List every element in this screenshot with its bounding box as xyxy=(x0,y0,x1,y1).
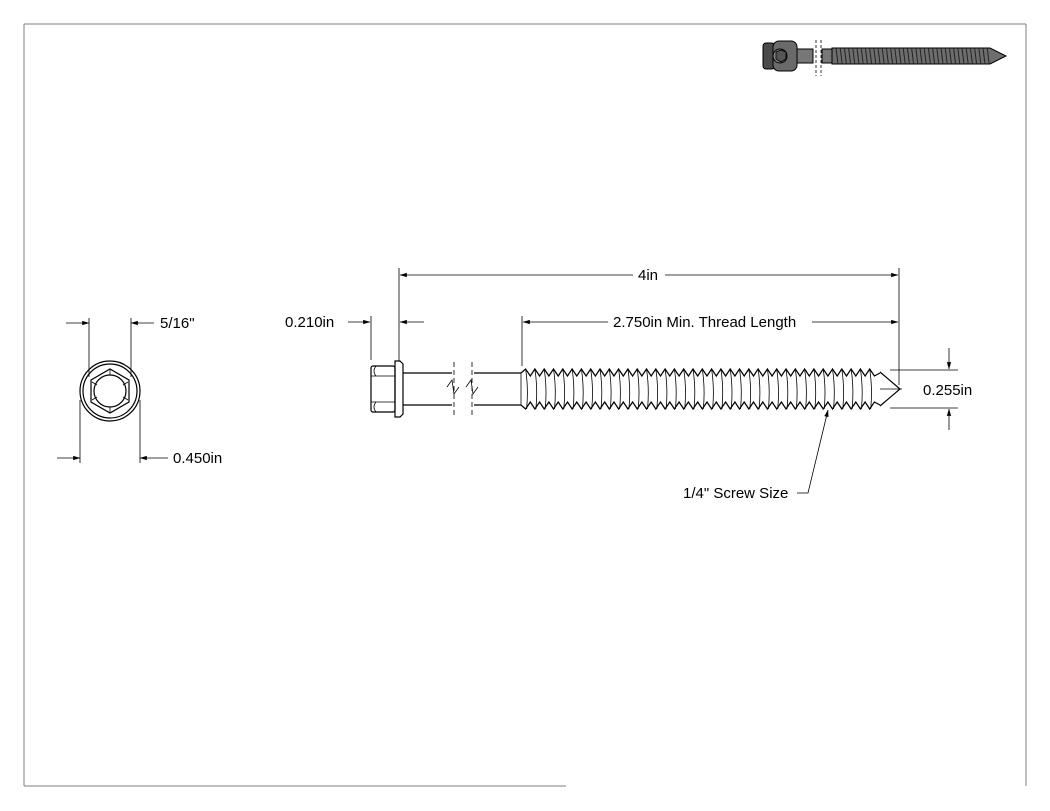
thread-profile xyxy=(520,367,881,378)
thumbnail-thread xyxy=(848,47,852,65)
thumbnail-thread xyxy=(890,47,894,65)
thumbnail-thread xyxy=(953,47,957,65)
isometric-thumbnail xyxy=(762,40,1008,76)
thread-crest xyxy=(822,368,826,410)
thread-crest xyxy=(674,368,677,410)
thumbnail-thread xyxy=(923,47,927,65)
thumbnail-thread xyxy=(982,47,986,65)
thumbnail-thread xyxy=(936,47,940,65)
thumbnail-thread xyxy=(873,47,877,65)
thread-crest xyxy=(729,368,733,410)
thumbnail-thread xyxy=(915,47,919,65)
thumbnail-thread xyxy=(944,47,948,65)
drawing-frame xyxy=(23,23,1027,787)
end-view: 5/16" 0.450in xyxy=(57,315,222,467)
head-height-dimension: 0.210in xyxy=(285,314,334,331)
thread-crest xyxy=(608,368,612,410)
thread-crest xyxy=(869,368,872,410)
thumbnail-thread xyxy=(864,47,868,65)
thread-crest xyxy=(636,368,640,410)
thread-crest xyxy=(646,368,649,410)
side-view: 4in 0.210in 2.750in Min. Thread Length 0… xyxy=(285,267,972,502)
thread-crest xyxy=(534,368,538,410)
thumbnail-thread xyxy=(986,47,990,65)
thread-crest xyxy=(692,368,696,410)
thumbnail-thread xyxy=(894,47,898,65)
thread-crest xyxy=(664,368,668,410)
thumbnail-thread xyxy=(885,47,889,65)
thumbnail-thread xyxy=(852,47,856,65)
thread-crest xyxy=(571,368,575,410)
thumbnail-thread xyxy=(881,47,885,65)
thread-crest xyxy=(711,368,714,410)
thread-crest xyxy=(860,368,863,410)
thumbnail-thread xyxy=(856,47,860,65)
thread-crest xyxy=(739,368,742,410)
thumbnail-thread xyxy=(898,47,902,65)
thread-crest xyxy=(701,368,705,410)
thread-crest xyxy=(841,368,844,410)
thumbnail-thread xyxy=(902,47,906,65)
thumbnail-thread xyxy=(843,47,847,65)
thumbnail-thread xyxy=(948,47,952,65)
hex-size-dimension: 5/16" xyxy=(160,315,195,332)
thread-crest xyxy=(776,368,779,410)
thread-crest xyxy=(543,368,547,410)
thread-crest xyxy=(767,368,770,410)
thread-crest xyxy=(581,368,584,410)
thumbnail-thread xyxy=(974,47,978,65)
thread-crest xyxy=(525,368,528,410)
thumbnail-thread xyxy=(965,47,969,65)
thumbnail-thread xyxy=(869,47,873,65)
thumbnail-thread xyxy=(978,47,982,65)
thread-crest xyxy=(627,368,631,410)
thumbnail-thread xyxy=(940,47,944,65)
thumbnail-thread xyxy=(877,47,881,65)
thumbnail-thread xyxy=(839,47,843,65)
thread-crest xyxy=(599,368,603,410)
thread-crest xyxy=(562,368,565,410)
thread-crest xyxy=(683,368,686,410)
thumbnail-thread xyxy=(932,47,936,65)
screw-size-callout: 1/4" Screw Size xyxy=(683,485,788,502)
thread-crest xyxy=(720,368,724,410)
thread-crest xyxy=(832,368,835,410)
thumbnail-thread xyxy=(957,47,961,65)
thread-crest xyxy=(553,368,556,410)
thumbnail-thread xyxy=(835,47,839,65)
thumbnail-thread xyxy=(927,47,931,65)
thread-diameter-dimension: 0.255in xyxy=(923,382,972,399)
thumbnail-thread xyxy=(911,47,915,65)
thread-crest xyxy=(804,368,807,410)
thumbnail-thread xyxy=(961,47,965,65)
thumbnail-thread xyxy=(906,47,910,65)
thread-crest xyxy=(794,368,798,410)
thumbnail-thread xyxy=(919,47,923,65)
flange-diameter-dimension: 0.450in xyxy=(173,450,222,467)
thread-profile xyxy=(520,400,881,411)
hex-head-outline xyxy=(90,368,130,414)
thumbnail-thread xyxy=(860,47,864,65)
flange xyxy=(394,360,404,418)
thread-length-dimension: 2.750in Min. Thread Length xyxy=(613,314,796,331)
thread-crest xyxy=(748,368,751,410)
thumbnail-thread xyxy=(969,47,973,65)
thread-crest xyxy=(850,368,854,410)
thread-crest xyxy=(655,368,658,410)
thread-crest xyxy=(813,368,817,410)
threaded-section xyxy=(520,367,881,411)
thread-crest xyxy=(618,368,621,410)
thread-crest xyxy=(785,368,789,410)
thread-crest xyxy=(590,368,593,410)
thread-crest xyxy=(757,368,761,410)
overall-length-dimension: 4in xyxy=(638,267,658,284)
